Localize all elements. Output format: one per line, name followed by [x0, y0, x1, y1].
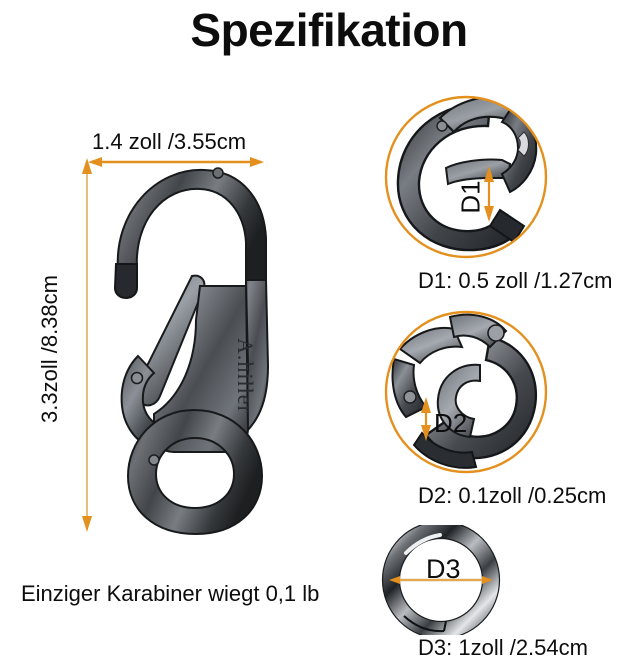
d1-caption: D1: 0.5 zoll /1.27cm: [418, 268, 613, 293]
d1-callout-ring: [384, 95, 548, 259]
carabiner-hook-tip: [113, 263, 138, 300]
width-dimension-arrow: [88, 155, 264, 167]
page-title: Spezifikation: [190, 4, 468, 56]
d3-highlight: [404, 533, 442, 555]
main-carabiner-image: A.hiller: [96, 160, 286, 536]
d3-arrowhead-left: [389, 576, 400, 584]
weight-note: Einziger Karabiner wiegt 0,1 lb: [21, 581, 320, 606]
d1-arrowhead-top: [484, 166, 494, 182]
detail-callout-d2: D2 D2: 0.1zoll /0.25cm: [378, 307, 640, 512]
detail-callout-d3: D3 D3: 1zoll /2.54cm: [378, 520, 640, 665]
height-dimension-arrow: [81, 158, 93, 532]
d1-arrowhead-bottom: [484, 206, 494, 222]
height-dimension-label: 3.3zoll /8.38cm: [37, 275, 62, 423]
width-dimension-label: 1.4 zoll /3.55cm: [92, 129, 247, 154]
d1-marker-label: D1: [455, 180, 486, 214]
d3-arrowhead-right: [482, 576, 493, 584]
carabiner-top-hook: [116, 168, 267, 291]
d2-hook-tip: [412, 431, 478, 469]
d2-caption: D2: 0.1zoll /0.25cm: [418, 483, 607, 508]
d3-marker-label: D3: [426, 554, 461, 584]
d2-arrowhead-top: [421, 397, 431, 413]
d3-coil-seam: [403, 615, 445, 633]
detail-callout-d1: D1 D1: 0.5 zoll /1.27cm: [378, 92, 640, 297]
carabiner-illustration: A.hiller: [113, 167, 270, 536]
d2-left-plate: [391, 357, 428, 419]
split-ring-icon: D3: [378, 520, 508, 640]
d3-coil-gap: [443, 620, 447, 632]
d3-caption: D3: 1zoll /2.54cm: [418, 635, 588, 660]
carabiner-hook-clearance-icon: D2: [378, 307, 558, 487]
d2-inner-crescent: [436, 363, 481, 439]
carabiner-gate-opening-icon: D1: [378, 92, 558, 272]
d1-gate-rivet: [436, 120, 448, 132]
brand-engraving: A.hiller: [233, 338, 258, 414]
carabiner-bottom-ring: [126, 408, 264, 536]
carabiner-trigger-rivet: [130, 371, 144, 385]
carabiner-ring-rivet: [148, 454, 160, 466]
d2-gate-rivet: [487, 324, 505, 342]
d2-marker-label: D2: [434, 408, 468, 438]
d2-arrowhead-bottom: [421, 425, 431, 441]
carabiner-top-rivet: [212, 167, 224, 179]
d1-notch: [517, 131, 529, 157]
d2-callout-ring: [384, 310, 548, 474]
d2-left-rivet: [403, 390, 417, 404]
d2-upper-arm: [398, 327, 464, 365]
